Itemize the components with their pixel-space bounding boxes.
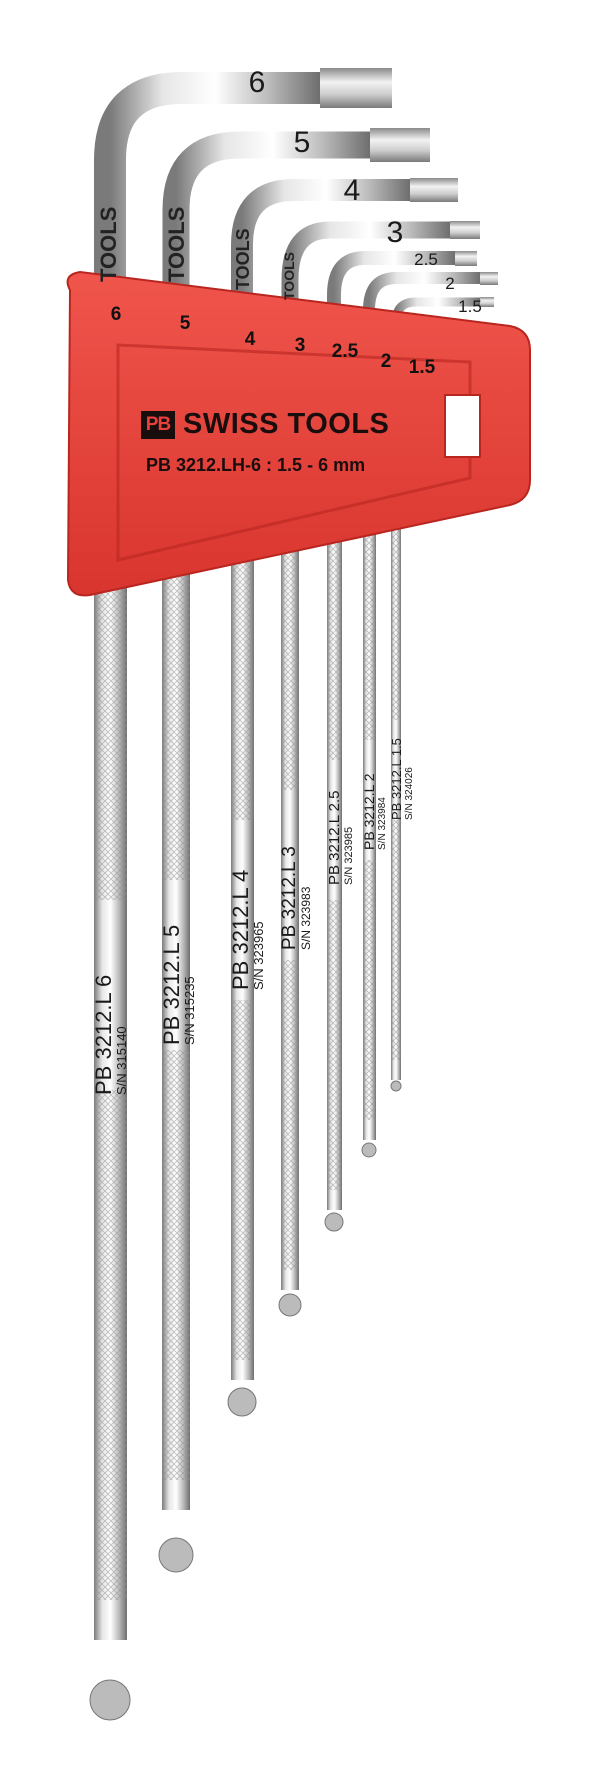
holder-size-1-5: 1.5 — [408, 357, 436, 378]
serial-number: S/N 323965 — [251, 921, 267, 990]
holder-window — [444, 394, 481, 458]
top-size-6: 6 — [248, 66, 266, 99]
shank-label-4: PB 3212.L 4 S/N 323965 — [228, 869, 267, 990]
holder-size-3: 3 — [294, 335, 306, 356]
vertical-brand-4: TOOLS — [281, 252, 297, 300]
holder-size-4: 4 — [244, 329, 256, 350]
part-number: PB 3212.L 6 — [91, 974, 116, 1095]
top-size-2-5: 2.5 — [414, 250, 438, 269]
serial-number: S/N 315235 — [182, 976, 198, 1045]
shank-label-3: PB 3212.L 3 S/N 323983 — [279, 846, 313, 950]
part-number: PB 3212.L 2.5 — [326, 790, 343, 885]
holder-size-2-5: 2.5 — [331, 341, 359, 362]
part-number: PB 3212.L 5 — [159, 924, 184, 1045]
serial-number: S/N 315140 — [114, 1026, 130, 1095]
top-size-2: 2 — [445, 274, 455, 293]
shank-label-6: PB 3212.L 6 S/N 315140 — [91, 974, 130, 1095]
set-description: PB 3212.LH-6 : 1.5 - 6 mm — [146, 455, 366, 475]
vertical-brand-1: TOOLS — [96, 206, 121, 282]
hex-key-4 — [227, 178, 458, 1417]
top-size-4: 4 — [343, 174, 361, 207]
part-number: PB 3212.L 1.5 — [389, 738, 404, 820]
brand-name: SWISS TOOLS — [183, 408, 390, 440]
top-size-3: 3 — [386, 216, 404, 249]
holder-size-5: 5 — [179, 313, 191, 334]
shank-label-2: PB 3212.L 2 S/N 323984 — [361, 773, 388, 850]
shank-label-2-5: PB 3212.L 2.5 S/N 323985 — [326, 790, 355, 885]
key-holder — [66, 270, 531, 597]
part-number: PB 3212.L 3 — [279, 846, 300, 950]
hex-key-2-5 — [324, 251, 477, 1232]
serial-number: S/N 323983 — [298, 886, 313, 950]
hex-key-5 — [158, 128, 430, 1573]
serial-number: S/N 324026 — [403, 767, 415, 820]
hex-key-3 — [278, 221, 480, 1317]
vertical-brand-2: TOOLS — [164, 206, 189, 282]
holder-size-2: 2 — [380, 351, 392, 372]
pb-logo-mark: PB — [141, 410, 175, 439]
vertical-brand-3: TOOLS — [233, 228, 253, 290]
top-size-1-5: 1.5 — [458, 297, 482, 316]
brand-logo: PB SWISS TOOLS — [141, 408, 389, 441]
shank-label-1-5: PB 3212.L 1.5 S/N 324026 — [389, 738, 415, 820]
part-number: PB 3212.L 4 — [228, 869, 253, 990]
top-size-5: 5 — [293, 126, 311, 159]
holder-size-6: 6 — [110, 304, 122, 325]
part-number: PB 3212.L 2 — [361, 773, 377, 850]
serial-number: S/N 323985 — [342, 826, 355, 885]
serial-number: S/N 323984 — [376, 797, 388, 850]
shank-label-5: PB 3212.L 5 S/N 315235 — [159, 924, 198, 1045]
